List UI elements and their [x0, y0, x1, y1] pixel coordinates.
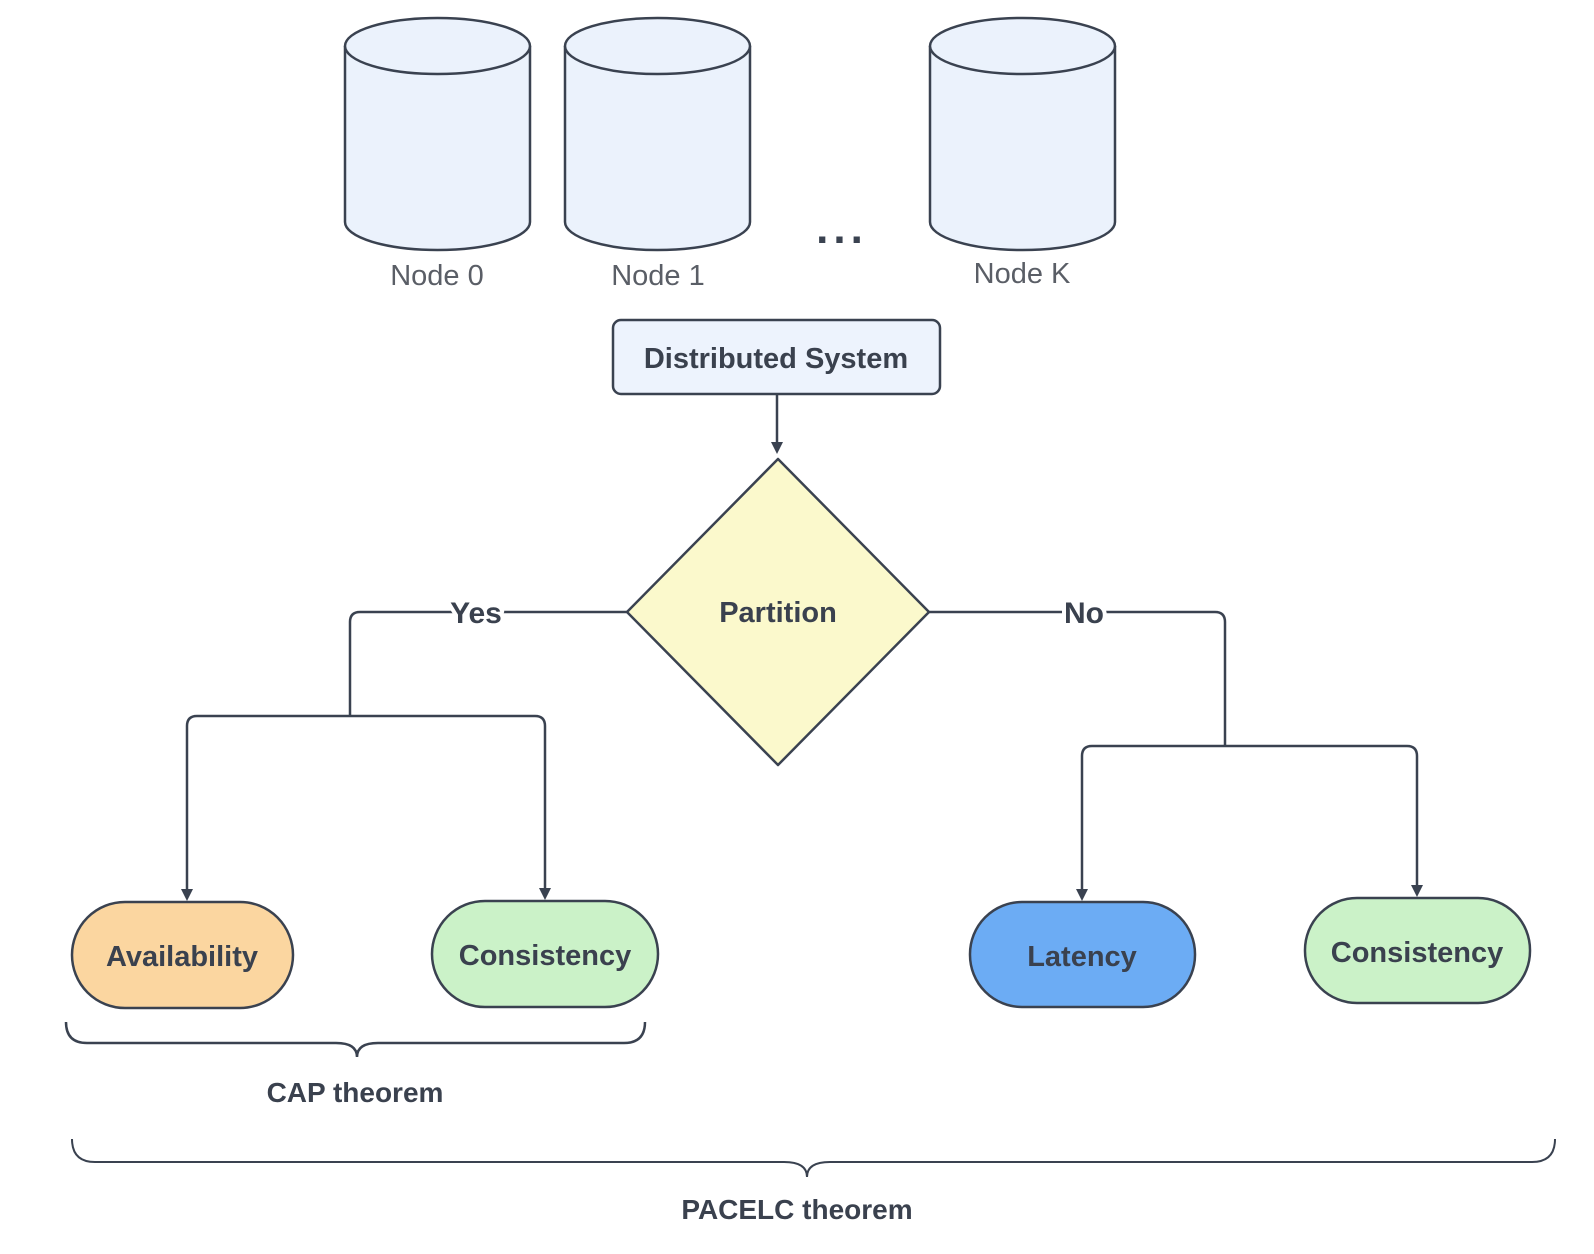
cylinder-top: [563, 16, 752, 76]
yes-label: Yes: [450, 597, 502, 630]
no-branch-stem: [929, 610, 1227, 746]
database-cylinder-node1: [563, 16, 752, 252]
consistency-cap-label: Consistency: [459, 940, 631, 972]
database-cylinder-nodek: [928, 16, 1117, 252]
yes-branch-stem: [348, 610, 627, 716]
pacelc-theorem-label: PACELC theorem: [681, 1194, 912, 1225]
cylinder-top: [343, 16, 532, 76]
cylinder-body: [343, 46, 532, 252]
partition-diamond: [625, 457, 931, 767]
cap-theorem-label: CAP theorem: [267, 1077, 444, 1108]
no-label: No: [1064, 597, 1104, 630]
pacelc-brace: [71, 1138, 1556, 1178]
cap-brace: [64, 1021, 647, 1058]
no-branch-arm-consistency: [1225, 744, 1423, 897]
database-cylinder-node0: [343, 16, 532, 252]
yes-branch-arm-availability: [181, 714, 350, 901]
cylinder-top: [928, 16, 1117, 76]
distributed-system-label: Distributed System: [644, 343, 908, 375]
latency-pill: [968, 900, 1197, 1009]
nodek-label: Node K: [974, 258, 1071, 290]
consistency-pacelc-label: Consistency: [1331, 937, 1503, 969]
cylinder-body: [928, 46, 1117, 252]
partition-label: Partition: [719, 597, 837, 629]
no-branch-arm-latency: [1076, 744, 1225, 901]
node1-label: Node 1: [611, 260, 705, 292]
cylinder-body: [563, 46, 752, 252]
availability-label: Availability: [106, 941, 258, 973]
consistency-cap-pill: [430, 899, 660, 1009]
node0-label: Node 0: [390, 260, 484, 292]
latency-label: Latency: [1027, 941, 1137, 973]
consistency-pacelc-pill: [1303, 896, 1532, 1005]
availability-pill: [70, 900, 295, 1010]
yes-branch-arm-consistency: [350, 714, 551, 900]
nodes-ellipsis: ...: [816, 204, 868, 253]
